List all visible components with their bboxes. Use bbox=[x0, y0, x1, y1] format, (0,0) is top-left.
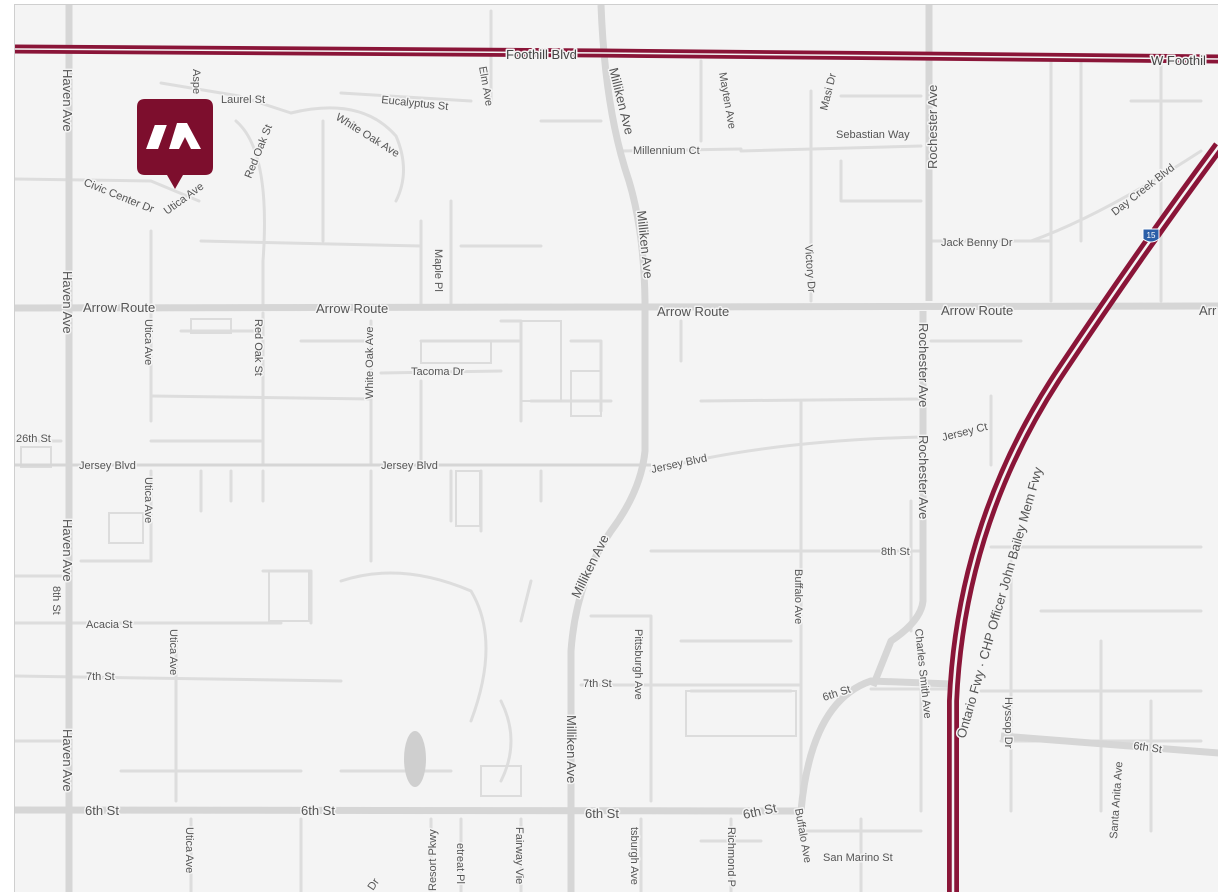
label-utica-ave-2: Utica Ave bbox=[142, 477, 154, 523]
label-white-oak-ave-2: White Oak Ave bbox=[333, 111, 401, 160]
label-rochester-ave-2: Rochester Ave bbox=[916, 323, 931, 407]
label-arrow-route-1: Arrow Route bbox=[83, 300, 155, 315]
label-foothill-blvd: Foothill Blvd bbox=[506, 47, 577, 62]
label-7th-st-1: 7th St bbox=[86, 671, 115, 683]
label-jersey-blvd-2: Jersey Blvd bbox=[381, 460, 438, 472]
label-pittsburgh-ave-2: tsburgh Ave bbox=[628, 827, 640, 885]
label-milliken-ave-2: Milliken Ave bbox=[634, 210, 656, 280]
label-6th-st-2: 6th St bbox=[301, 803, 335, 818]
label-7th-st-2: 7th St bbox=[583, 678, 612, 690]
label-arrow-route-4: Arrow Route bbox=[941, 303, 1013, 318]
i15-shield: 15 bbox=[1142, 228, 1160, 243]
label-victory-dr: Victory Dr bbox=[802, 244, 817, 293]
parcel-outlines bbox=[20, 318, 797, 797]
label-laurel-st: Laurel St bbox=[221, 94, 265, 106]
label-utica-ave-1: Utica Ave bbox=[142, 319, 154, 365]
label-acacia-st: Acacia St bbox=[86, 619, 132, 631]
label-fairway-view: Fairway Vie bbox=[513, 827, 525, 884]
map-viewport[interactable]: 15 Foothill Blvd W Foothil Arrow Route A… bbox=[14, 4, 1218, 892]
label-charles-smith-ave: Charles Smith Ave bbox=[912, 628, 933, 719]
label-haven-ave-3: Haven Ave bbox=[60, 519, 75, 582]
major-roads bbox=[15, 5, 1218, 892]
label-6th-st-3: 6th St bbox=[585, 806, 619, 821]
label-jersey-ct: Jersey Ct bbox=[941, 421, 989, 444]
label-pittsburgh-ave-1: Pittsburgh Ave bbox=[632, 629, 644, 700]
label-buffalo-ave-2: Buffalo Ave bbox=[792, 807, 813, 864]
sixth-st-road bbox=[15, 677, 1218, 815]
label-6th-st-6: 6th St bbox=[1133, 740, 1163, 756]
label-haven-ave-1: Haven Ave bbox=[60, 69, 75, 132]
label-utica-ave-4: Utica Ave bbox=[183, 827, 195, 873]
label-buffalo-ave-1: Buffalo Ave bbox=[792, 569, 804, 624]
label-retreat-pl: etreat Pl bbox=[454, 843, 466, 884]
i15-freeway bbox=[947, 142, 1218, 892]
location-marker[interactable] bbox=[135, 97, 215, 193]
label-rochester-ave-3: Rochester Ave bbox=[916, 435, 931, 519]
label-resort-pkwy: Resort Pkwy bbox=[427, 829, 439, 891]
label-8th-st-2: 8th St bbox=[50, 586, 62, 615]
label-arrow-route-3: Arrow Route bbox=[657, 304, 729, 319]
map-canvas[interactable]: 15 Foothill Blvd W Foothil Arrow Route A… bbox=[15, 5, 1218, 892]
pond bbox=[404, 731, 426, 787]
label-arrow-route-2: Arrow Route bbox=[316, 301, 388, 316]
label-8th-st-1: 8th St bbox=[881, 546, 910, 558]
label-jack-benny-dr: Jack Benny Dr bbox=[941, 237, 1013, 249]
arrow-route-road bbox=[15, 302, 1218, 312]
label-red-oak-st-1: Red Oak St bbox=[252, 319, 264, 376]
freeways bbox=[15, 44, 1218, 892]
label-millennium-ct: Millennium Ct bbox=[633, 145, 700, 157]
label-santa-anita-ave: Santa Anita Ave bbox=[1108, 761, 1125, 839]
label-haven-ave-2: Haven Ave bbox=[60, 271, 75, 334]
label-mayten-ave: Mayten Ave bbox=[716, 71, 738, 129]
label-eucalyptus-st: Eucalyptus St bbox=[381, 94, 449, 113]
label-hyssop-dr: Hyssop Dr bbox=[1002, 697, 1014, 749]
label-6th-st-4: 6th St bbox=[742, 800, 779, 822]
label-sebastian-way: Sebastian Way bbox=[836, 129, 910, 141]
label-jersey-blvd-1: Jersey Blvd bbox=[79, 460, 136, 472]
la-logo-marker-icon bbox=[137, 99, 213, 189]
label-arrow-route-5: Arr bbox=[1199, 303, 1217, 318]
label-richmond: Richmond P bbox=[725, 827, 737, 887]
label-white-oak-ave-1: White Oak Ave bbox=[364, 326, 376, 399]
label-milliken-ave-4: Milliken Ave bbox=[564, 715, 579, 783]
label-tacoma-dr: Tacoma Dr bbox=[411, 366, 465, 378]
label-6th-st-1: 6th St bbox=[85, 803, 119, 818]
label-san-marino-st: San Marino St bbox=[823, 852, 893, 864]
label-aspen: Aspe bbox=[190, 69, 202, 94]
label-masi-dr: Masi Dr bbox=[818, 72, 839, 112]
label-milliken-ave-3: Milliken Ave bbox=[568, 532, 611, 600]
label-haven-ave-4: Haven Ave bbox=[60, 729, 75, 792]
label-utica-ave-3: Utica Ave bbox=[167, 629, 179, 675]
label-26th-st: 26th St bbox=[16, 433, 51, 445]
label-w-foothill: W Foothil bbox=[1151, 53, 1206, 68]
label-maple-pl: Maple Pl bbox=[432, 249, 444, 292]
label-rochester-ave-1: Rochester Ave bbox=[925, 85, 940, 169]
milliken-ave-road bbox=[567, 5, 649, 892]
label-jersey-blvd-3: Jersey Blvd bbox=[650, 452, 708, 476]
i15-shield-label: 15 bbox=[1147, 231, 1156, 240]
label-dr-fragment: Dr bbox=[366, 876, 383, 892]
